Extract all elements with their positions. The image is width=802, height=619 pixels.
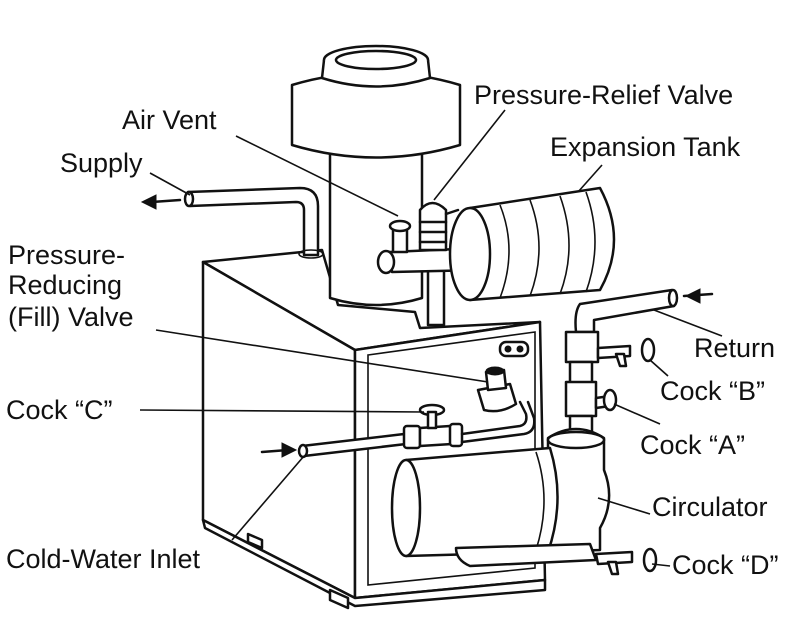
label-pressure-reducing-line1: Pressure-	[8, 240, 126, 270]
label-circulator: Circulator	[652, 492, 768, 522]
label-return: Return	[694, 333, 776, 363]
label-cock-b: Cock “B”	[660, 376, 766, 406]
label-cock-c: Cock “C”	[6, 395, 113, 425]
label-cock-a: Cock “A”	[640, 430, 746, 460]
label-air-vent: Air Vent	[122, 105, 217, 135]
label-cold-water-inlet: Cold-Water Inlet	[6, 544, 201, 574]
return-assembly	[564, 288, 679, 440]
leader-lines	[139, 109, 723, 567]
label-pressure-reducing-line2: Reducing	[8, 270, 123, 300]
label-pressure-relief-valve: Pressure-Relief Valve	[474, 80, 734, 110]
flow-arrows	[140, 194, 714, 458]
expansion-tank	[448, 186, 616, 302]
label-expansion-tank: Expansion Tank	[550, 132, 741, 162]
circulator-pump	[390, 427, 658, 576]
supply-pipe	[183, 186, 324, 259]
fill-line	[297, 366, 536, 459]
label-fill-valve-line3: (Fill) Valve	[8, 302, 134, 332]
label-supply: Supply	[60, 148, 143, 178]
label-cock-d: Cock “D”	[672, 550, 779, 580]
